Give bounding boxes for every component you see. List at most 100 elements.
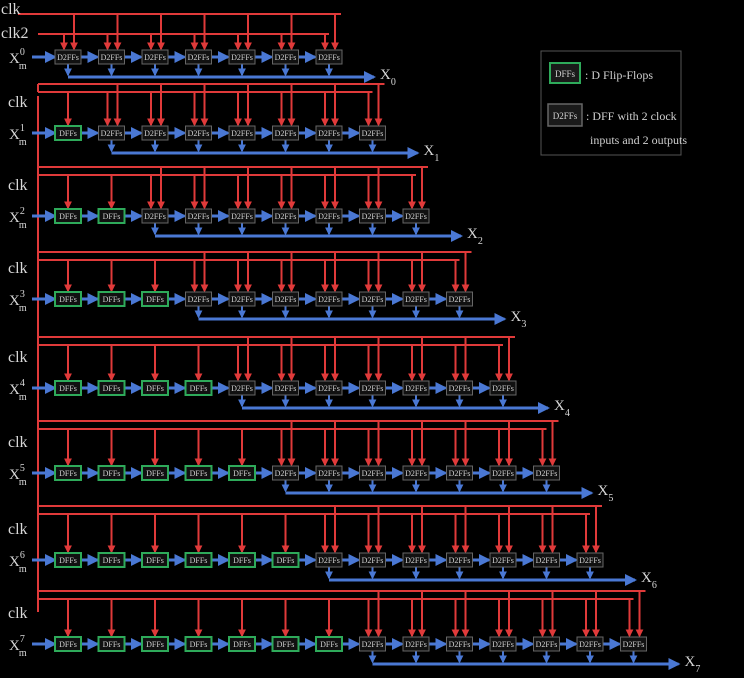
d2ff-block (315, 291, 343, 307)
legend-d2ff-box (547, 103, 583, 127)
block-label: D2FFs (492, 384, 514, 393)
block-label: D2FFs (57, 53, 79, 62)
block-label: DFFs (59, 469, 77, 478)
block-label: D2FFs (231, 212, 253, 221)
block-label: DFFs (146, 556, 164, 565)
clk-label: clk (8, 434, 28, 451)
block-label: D2FFs (318, 129, 340, 138)
d2ff-block (272, 208, 299, 224)
input-label-sup: 6 (20, 550, 25, 561)
d2ff-block (446, 552, 473, 568)
dff-block (54, 208, 82, 224)
output-label-sub: 0 (391, 77, 396, 88)
d2ff-block (533, 636, 560, 652)
block-label: DFFs (103, 384, 121, 393)
d2ff-block (228, 49, 256, 65)
block-label: D2FFs (405, 295, 427, 304)
clk-label: clk (8, 521, 28, 538)
clk2-label: clk2 (1, 25, 29, 42)
d2ff-block (359, 636, 386, 652)
block-label: DFFs (59, 295, 77, 304)
input-label-sup: 4 (20, 378, 25, 389)
block-label: D2FFs (231, 129, 253, 138)
block-label: DFFs (59, 212, 77, 221)
block-label: D2FFs (275, 295, 297, 304)
clk-label: clk (8, 260, 28, 277)
input-label-sub: m (19, 392, 27, 403)
legend-frame (540, 50, 682, 156)
block-label: D2FFs (318, 212, 340, 221)
block-label: DFFs (233, 640, 251, 649)
output-label: X2 (467, 226, 483, 247)
dff-block (54, 125, 82, 141)
dff-block (141, 291, 169, 307)
dff-block (97, 636, 126, 652)
block-label: DFFs (233, 556, 251, 565)
block-label: D2FFs (449, 295, 471, 304)
input-label-sup: 1 (20, 123, 25, 134)
d2ff-block (402, 208, 430, 224)
d2ff-block (576, 552, 604, 568)
dff-block (228, 552, 256, 568)
dff-block (54, 465, 82, 481)
block-label: D2FFs (101, 53, 123, 62)
block-label: D2FFs (362, 384, 384, 393)
block-label: D2FFs (318, 556, 340, 565)
block-label: DFFs (190, 640, 208, 649)
block-label: D2FFs (362, 469, 384, 478)
dff-block (184, 552, 213, 568)
dff-block (141, 552, 169, 568)
d2ff-block (402, 552, 430, 568)
block-label: DFFs (59, 384, 77, 393)
legend-dff-desc: : D Flip-Flops (585, 68, 653, 82)
output-label: X7 (685, 654, 701, 675)
dff-block (184, 636, 213, 652)
d2ff-block (359, 291, 386, 307)
output-label: X1 (424, 143, 440, 164)
block-label: D2FFs (492, 640, 514, 649)
input-label-sup: 7 (20, 634, 25, 645)
block-label: DFFs (277, 556, 295, 565)
d2ff-block (315, 552, 343, 568)
output-label: X4 (554, 398, 570, 419)
block-label: D2FFs (188, 129, 210, 138)
legend: DFFs : D Flip-Flops D2FFs : DFF with 2 c… (540, 50, 687, 156)
legend-dff-symbol: DFFs (555, 69, 576, 79)
block-label: D2FFs (275, 212, 297, 221)
d2ff-block (446, 291, 473, 307)
block-label: D2FFs (579, 640, 601, 649)
block-label: DFFs (233, 469, 251, 478)
block-label: DFFs (146, 384, 164, 393)
d2ff-block (576, 636, 604, 652)
block-label: D2FFs (405, 212, 427, 221)
block-label: D2FFs (231, 295, 253, 304)
d2ff-block (272, 380, 299, 396)
clk-label: clk (8, 605, 28, 622)
d2ff-block (489, 380, 517, 396)
input-label-sub: m (19, 648, 27, 659)
clk-label-top: clk (1, 1, 21, 18)
block-label: D2FFs (318, 469, 340, 478)
d2ff-block (489, 552, 517, 568)
d2ff-block (272, 125, 299, 141)
d2ff-block (185, 291, 212, 307)
dff-block (97, 380, 126, 396)
block-label: D2FFs (536, 640, 558, 649)
output-label-sub: 7 (695, 664, 700, 675)
dff-block (54, 552, 82, 568)
block-label: D2FFs (362, 212, 384, 221)
block-label: D2FFs (405, 640, 427, 649)
block-label: DFFs (103, 469, 121, 478)
block-label: D2FFs (405, 384, 427, 393)
output-label-sub: 3 (521, 319, 526, 330)
output-label: X6 (641, 570, 657, 591)
block-label: D2FFs (362, 129, 384, 138)
d2ff-block (359, 465, 386, 481)
block-label: D2FFs (449, 384, 471, 393)
